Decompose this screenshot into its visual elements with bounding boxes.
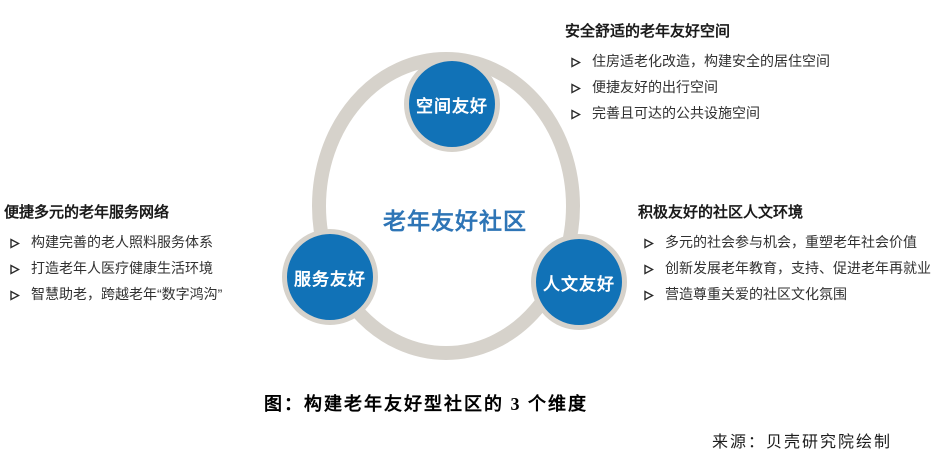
- panel-service: 便捷多元的老年服务网络 构建完善的老人照料服务体系 打造老年人医疗健康生活环境 …: [4, 201, 304, 309]
- panel-service-title: 便捷多元的老年服务网络: [4, 204, 170, 221]
- list-item: 打造老年人医疗健康生活环境: [4, 257, 304, 280]
- list-item: 多元的社会参与机会，重塑老年社会价值: [638, 231, 936, 254]
- list-item: 便捷友好的出行空间: [565, 76, 933, 99]
- panel-space: 安全舒适的老年友好空间 住房适老化改造，构建安全的居住空间 便捷友好的出行空间 …: [565, 20, 933, 128]
- arrowhead-bullet-icon: [638, 283, 665, 306]
- panel-culture-title: 积极友好的社区人文环境: [638, 204, 804, 221]
- list-item: 创新发展老年教育，支持、促进老年再就业: [638, 257, 936, 280]
- list-item: 智慧助老，跨越老年“数字鸿沟”: [4, 283, 304, 306]
- node-space-circle: 空间友好: [404, 56, 500, 152]
- list-item-text: 便捷友好的出行空间: [592, 79, 718, 95]
- arrowhead-bullet-icon: [4, 257, 31, 280]
- node-culture-label: 人文友好: [543, 274, 615, 294]
- list-item-text: 构建完善的老人照料服务体系: [31, 234, 213, 250]
- arrowhead-bullet-icon: [565, 102, 592, 125]
- panel-space-title: 安全舒适的老年友好空间: [565, 23, 731, 40]
- node-space-label: 空间友好: [416, 96, 488, 116]
- list-item-text: 多元的社会参与机会，重塑老年社会价值: [665, 234, 917, 250]
- list-item-text: 智慧助老，跨越老年“数字鸿沟”: [31, 286, 223, 302]
- source-credit: 来源：贝壳研究院绘制: [712, 434, 893, 451]
- list-item: 构建完善的老人照料服务体系: [4, 231, 304, 254]
- arrowhead-bullet-icon: [4, 231, 31, 254]
- arrowhead-bullet-icon: [4, 283, 31, 306]
- list-item: 完善且可达的公共设施空间: [565, 102, 933, 125]
- node-culture-circle: 人文友好: [531, 234, 627, 330]
- list-item: 营造尊重关爱的社区文化氛围: [638, 283, 936, 306]
- list-item-text: 完善且可达的公共设施空间: [592, 105, 760, 121]
- list-item-text: 营造尊重关爱的社区文化氛围: [665, 286, 847, 302]
- node-service-label: 服务友好: [294, 269, 366, 289]
- list-item-text: 住房适老化改造，构建安全的居住空间: [592, 53, 830, 69]
- arrowhead-bullet-icon: [638, 231, 665, 254]
- arrowhead-bullet-icon: [638, 257, 665, 280]
- panel-culture: 积极友好的社区人文环境 多元的社会参与机会，重塑老年社会价值 创新发展老年教育，…: [638, 201, 936, 309]
- figure-caption: 图：构建老年友好型社区的 3 个维度: [264, 394, 588, 414]
- list-item-text: 打造老年人医疗健康生活环境: [31, 260, 213, 276]
- list-item-text: 创新发展老年教育，支持、促进老年再就业: [665, 260, 931, 276]
- arrowhead-bullet-icon: [565, 76, 592, 99]
- arrowhead-bullet-icon: [565, 50, 592, 73]
- diagram-center-label: 老年友好社区: [383, 208, 527, 234]
- list-item: 住房适老化改造，构建安全的居住空间: [565, 50, 933, 73]
- node-service-circle: 服务友好: [282, 229, 378, 325]
